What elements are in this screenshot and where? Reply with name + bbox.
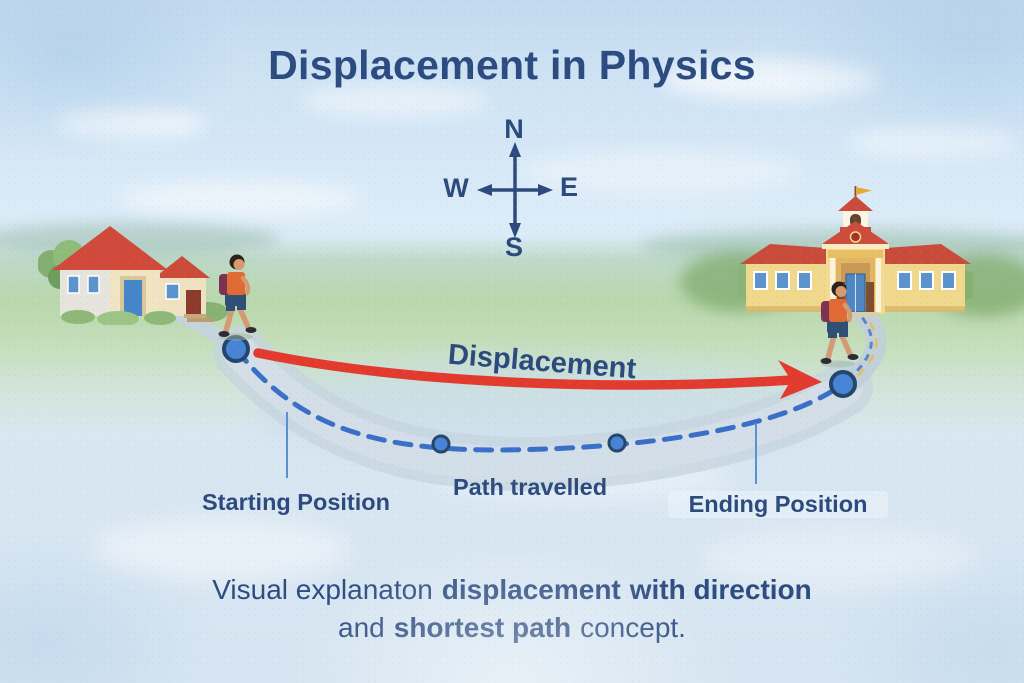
leg xyxy=(237,306,251,330)
cloud xyxy=(850,126,1020,156)
house-window xyxy=(87,275,100,294)
compass-rose-icon xyxy=(477,142,553,238)
cloud xyxy=(55,108,205,138)
cloud xyxy=(300,84,490,118)
shoe xyxy=(218,331,230,337)
shorts xyxy=(225,293,246,306)
shorts xyxy=(839,330,848,337)
face xyxy=(835,286,847,297)
compass-north-arrow xyxy=(509,142,521,157)
school-flag-icon xyxy=(856,187,872,195)
school-cornice xyxy=(822,243,889,249)
school-steps xyxy=(834,312,877,317)
entrance-beam xyxy=(828,250,883,258)
arm xyxy=(842,302,853,323)
caption-text-bold: shortest path xyxy=(393,612,572,643)
shorts xyxy=(827,320,848,333)
caption-text-emphasis: displacement xyxy=(441,574,621,605)
end-marker xyxy=(829,370,857,398)
school-window xyxy=(941,271,956,290)
school-left-roof xyxy=(740,244,826,264)
compass-label-e: E xyxy=(559,172,578,202)
house-wing-roof xyxy=(154,256,210,278)
starting-position-label: Starting Position xyxy=(202,489,390,515)
shorts xyxy=(226,303,235,311)
path-travelled-line xyxy=(233,346,846,453)
pediment-emblem xyxy=(849,231,862,243)
school-window xyxy=(775,271,790,290)
school-window xyxy=(919,271,934,290)
shoe xyxy=(820,358,832,364)
face xyxy=(233,259,245,270)
compass-label-s: S xyxy=(504,232,523,262)
shoe xyxy=(847,354,859,360)
house-steps xyxy=(184,314,206,318)
leg xyxy=(825,333,837,361)
entrance-column xyxy=(830,258,835,312)
compass-south-arrow xyxy=(509,223,521,238)
house-window xyxy=(165,283,180,300)
leg xyxy=(839,333,853,357)
ending-position-label: Ending Position xyxy=(668,491,888,518)
cloud xyxy=(520,150,800,194)
shirt xyxy=(829,299,847,322)
school-right-roof xyxy=(885,244,971,264)
path-travelled-label: Path travelled xyxy=(452,474,608,500)
path-midpoint-marker-1 xyxy=(431,434,451,454)
school-side-door xyxy=(866,282,874,312)
displacement-arrowhead xyxy=(778,360,822,399)
house-illustration xyxy=(38,226,228,325)
student-walking-left xyxy=(218,254,257,341)
path-midpoint-marker-2 xyxy=(607,433,627,453)
caption-line-2: and shortest path concept. xyxy=(0,612,1024,644)
school-window xyxy=(753,271,768,290)
compass-east-arrow xyxy=(538,184,553,196)
compass-label-w: W xyxy=(443,173,469,203)
tower-roof xyxy=(838,196,873,211)
caption-line-1: Visual explanaton displacement with dire… xyxy=(0,574,1024,606)
compass-west-arrow xyxy=(477,184,492,196)
shirt xyxy=(227,272,245,295)
entrance-column xyxy=(876,258,881,312)
arm xyxy=(240,275,251,296)
shoe xyxy=(245,327,257,333)
displacement-arrow xyxy=(253,348,797,390)
student-walking-right xyxy=(820,281,859,368)
school-window xyxy=(897,271,912,290)
caption-text: concept. xyxy=(580,612,686,643)
watercolor-patch xyxy=(90,520,350,580)
page-title: Displacement in Physics xyxy=(268,42,756,88)
shorts xyxy=(237,303,246,310)
house-window xyxy=(67,275,80,294)
house-door xyxy=(124,280,142,316)
leg xyxy=(223,306,235,334)
house-steps xyxy=(187,318,213,322)
compass-label-n: N xyxy=(504,114,524,144)
house-roof xyxy=(52,226,168,270)
house-back-door xyxy=(186,290,201,316)
cloud xyxy=(120,180,360,216)
caption-text: Visual explanaton xyxy=(212,574,433,605)
caption-text: and xyxy=(338,612,385,643)
watercolor-patch xyxy=(700,530,980,590)
house-base-bushes xyxy=(61,310,176,325)
cloud xyxy=(660,60,880,100)
caption-text-bold: with direction xyxy=(629,574,812,605)
school-window xyxy=(797,271,812,290)
shorts xyxy=(828,330,837,338)
